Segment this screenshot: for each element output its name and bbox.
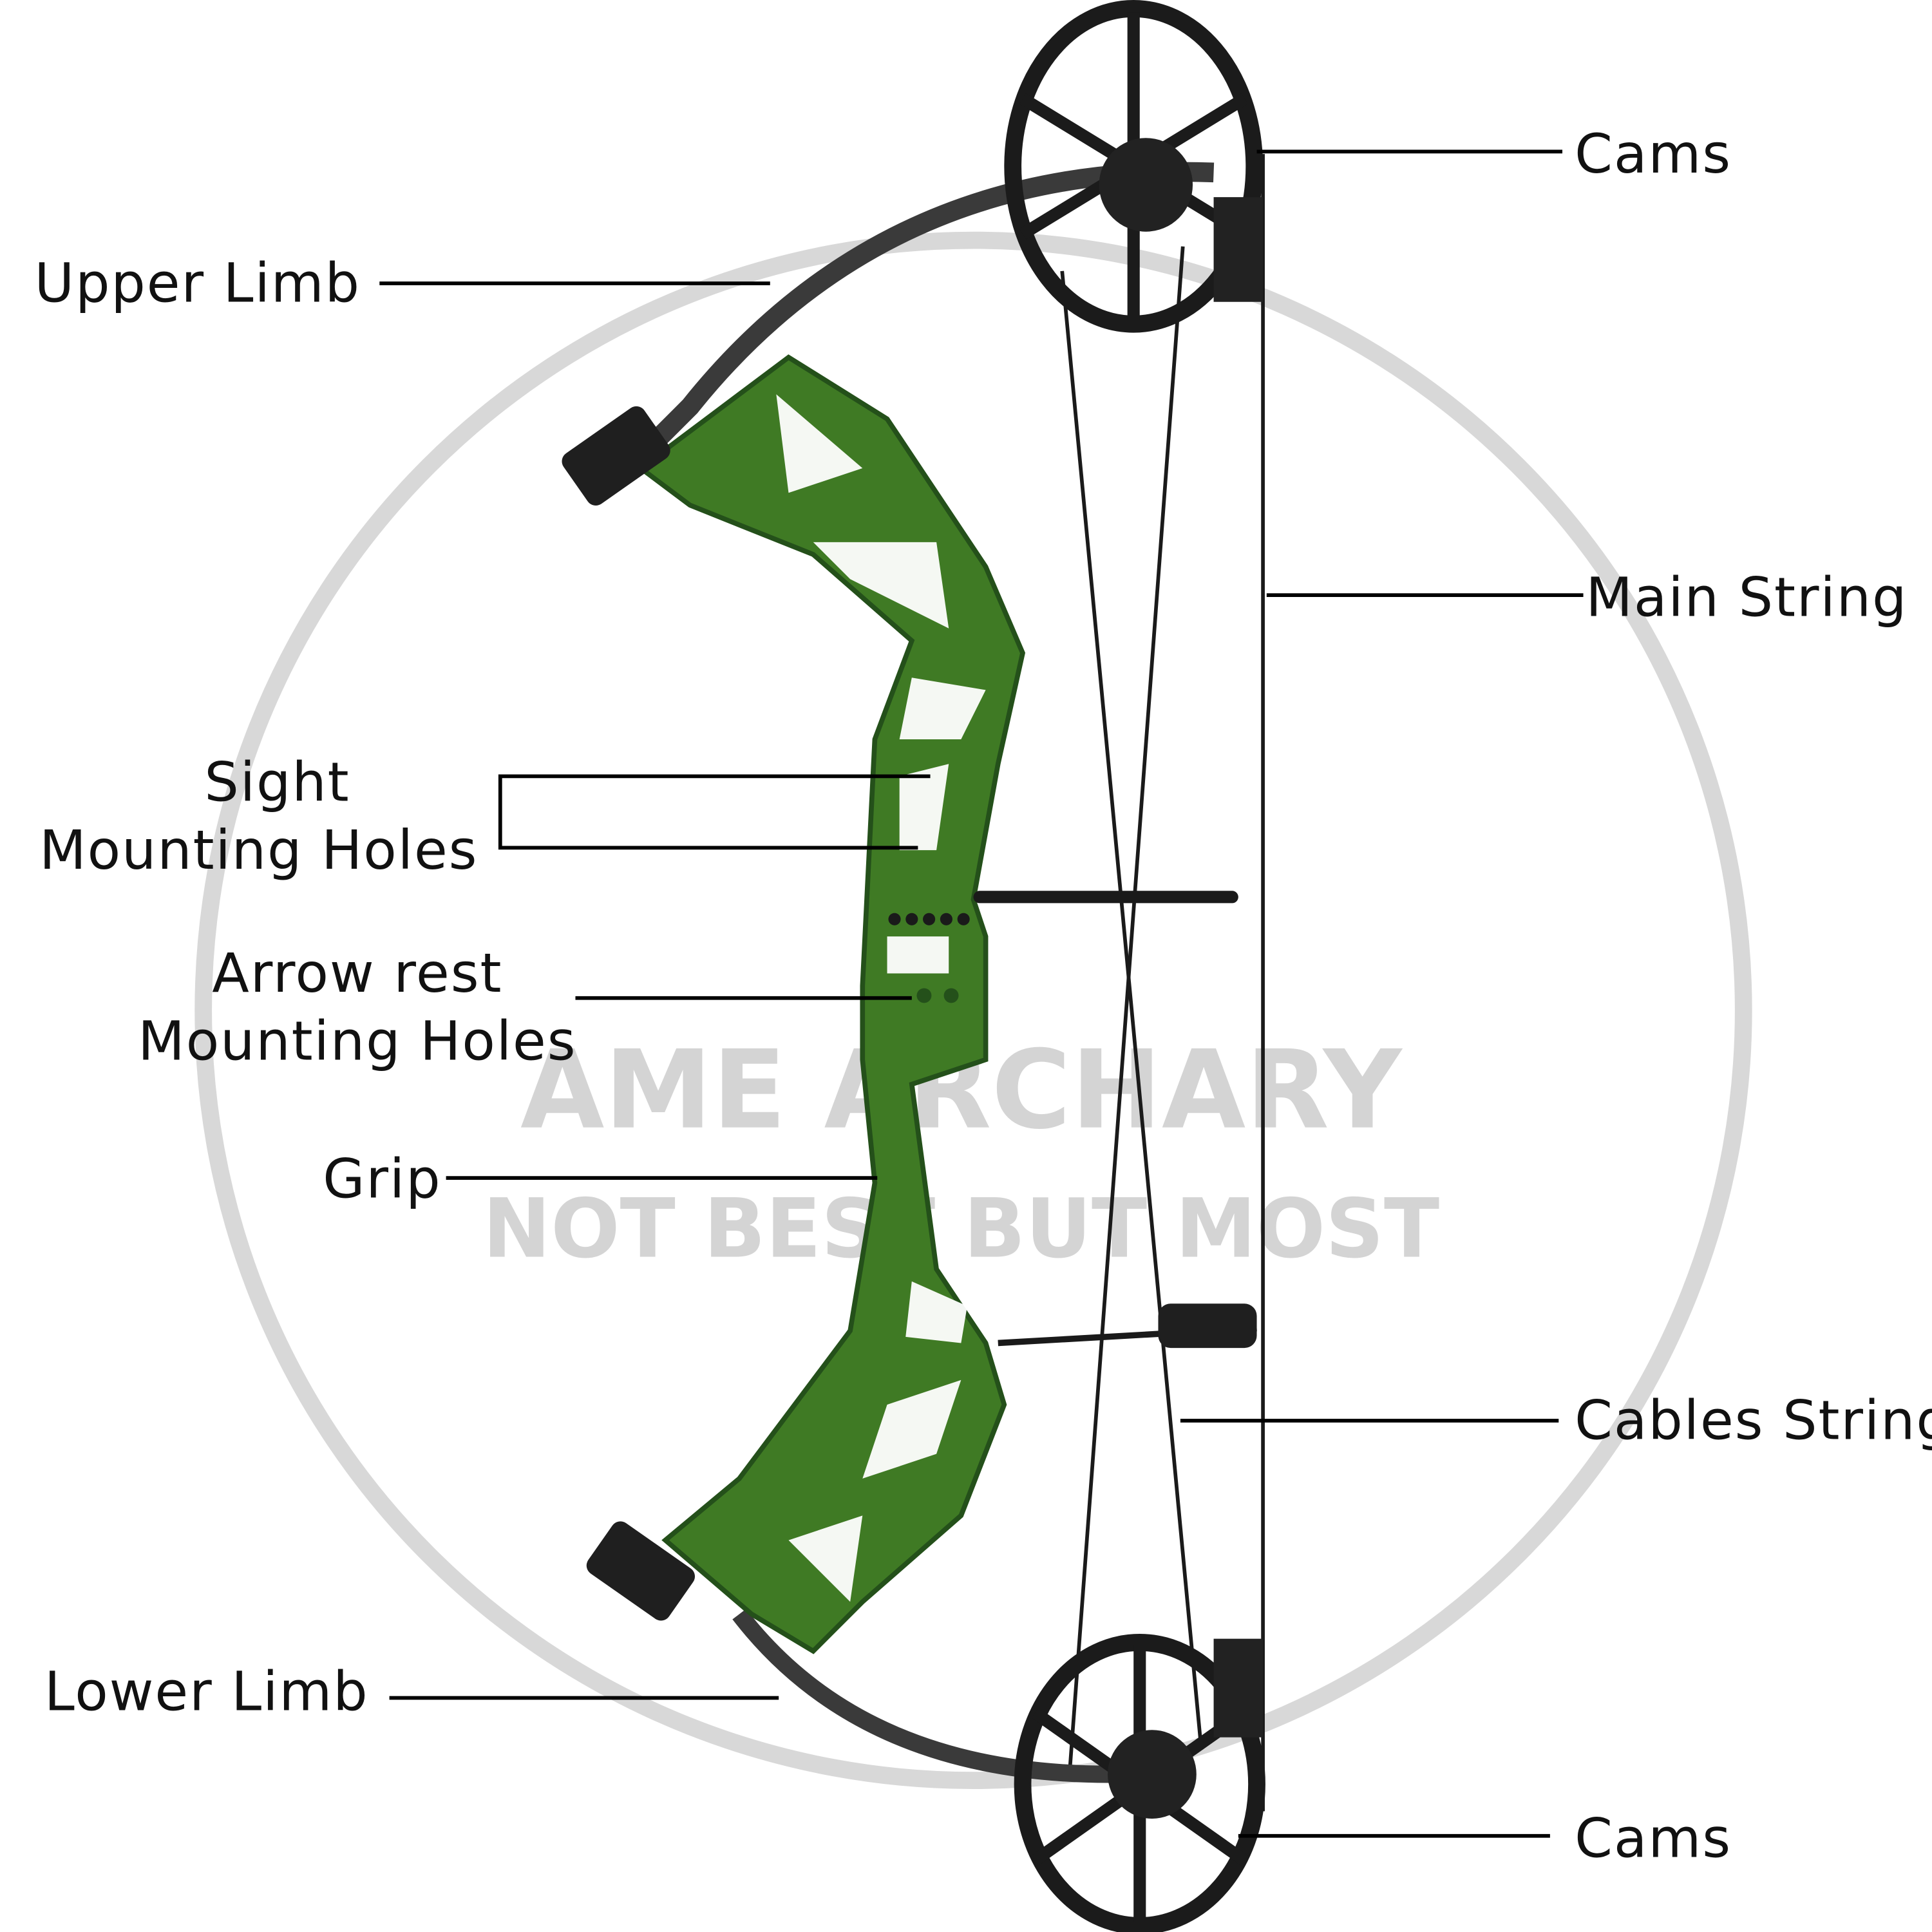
arrow-rest-hole xyxy=(916,988,932,1003)
riser xyxy=(562,354,1026,1654)
lower-limb-pocket xyxy=(586,1521,696,1621)
label-cables-string: Cables String xyxy=(1575,1389,1932,1452)
label-arrow-rest-line2: Mounting Holes xyxy=(138,1009,576,1072)
label-sight-line1: Sight xyxy=(204,751,350,814)
bottom-cam xyxy=(1014,1634,1265,1932)
watermark-line2: NOT BEST BUT MOST xyxy=(483,1182,1440,1276)
strings xyxy=(1060,154,1265,1812)
label-arrow-rest-line1: Arrow rest xyxy=(212,942,502,1005)
arrow-rest-hole xyxy=(943,988,959,1003)
leader-lines xyxy=(379,149,1584,1838)
upper-limb-pocket xyxy=(562,406,670,506)
lower-limb xyxy=(732,1609,1109,1783)
cable-slide xyxy=(1158,1303,1257,1349)
label-upper-limb: Upper Limb xyxy=(35,252,361,315)
cable-string-b xyxy=(1060,270,1204,1750)
label-cams-top: Cams xyxy=(1575,122,1732,185)
label-cams-bottom: Cams xyxy=(1575,1806,1732,1870)
label-main-string: Main String xyxy=(1586,566,1908,629)
sight-holes xyxy=(888,913,970,925)
label-lower-limb: Lower Limb xyxy=(44,1660,369,1723)
label-grip: Grip xyxy=(323,1148,441,1211)
watermark-ring xyxy=(194,231,1752,1790)
label-sight-line2: Mounting Holes xyxy=(39,819,478,882)
cable-string-a xyxy=(1067,246,1185,1775)
top-cam xyxy=(1004,0,1264,333)
